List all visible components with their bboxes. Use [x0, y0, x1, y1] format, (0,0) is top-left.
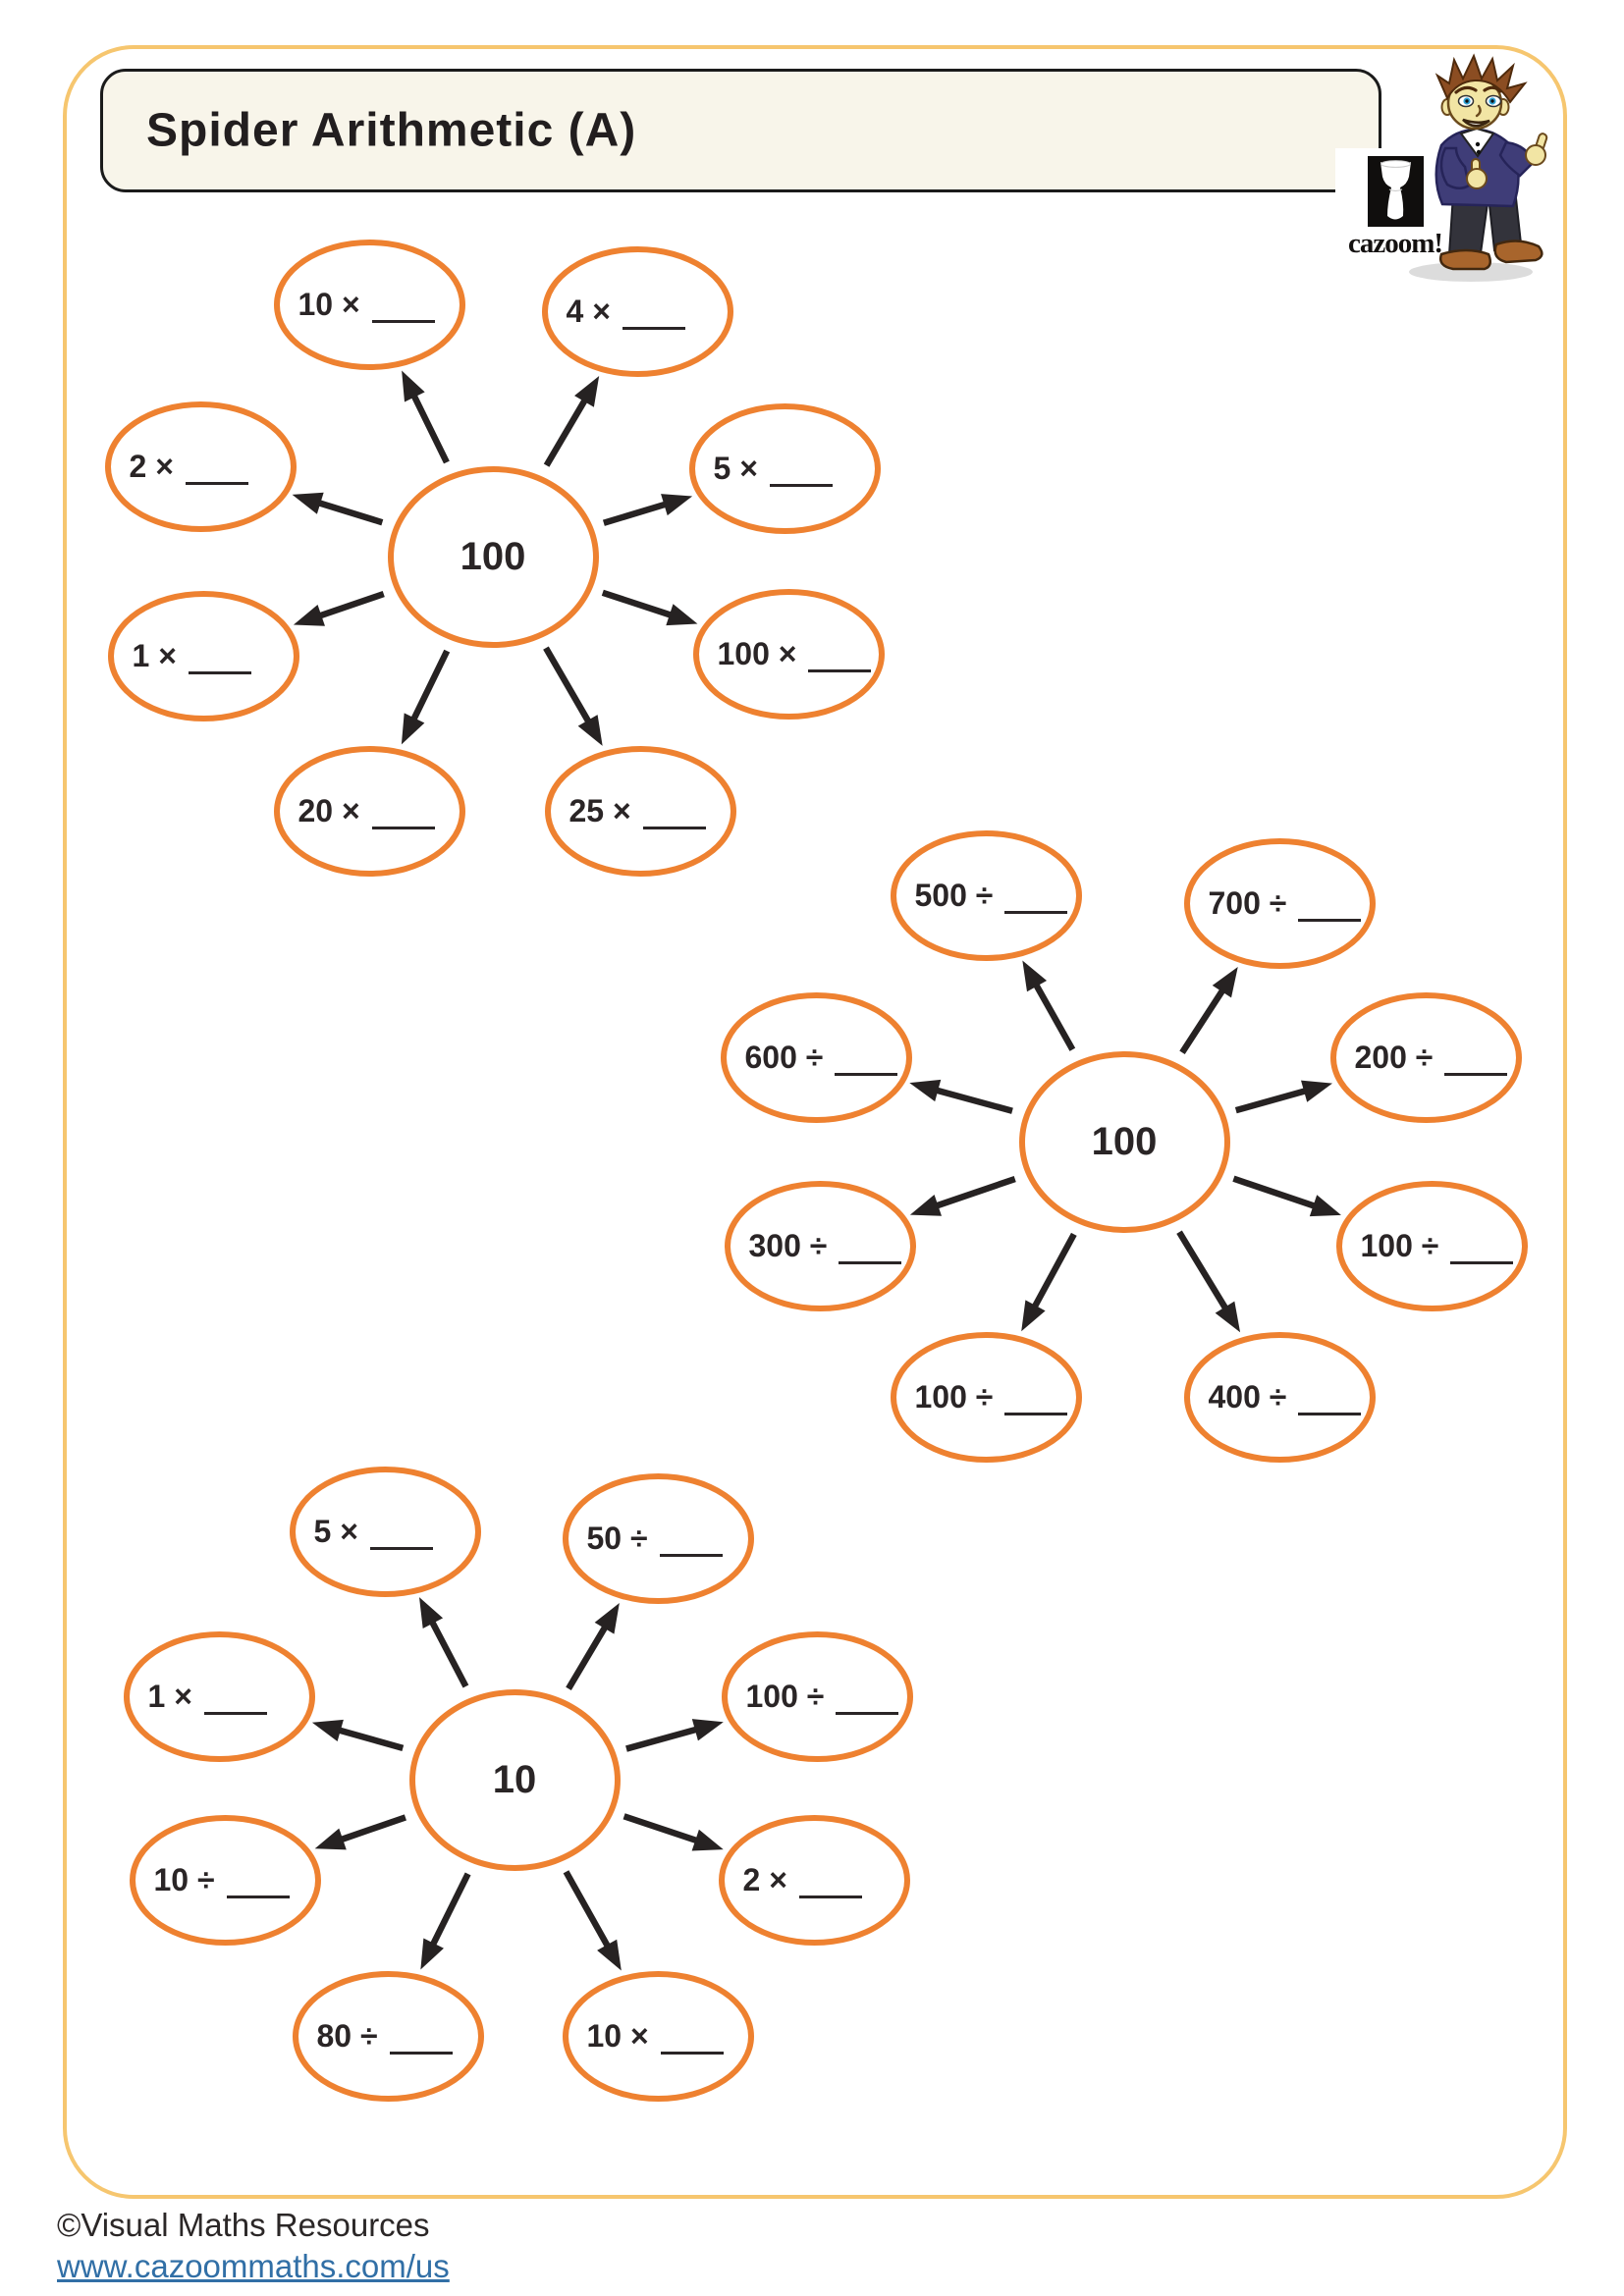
answer-blank: [389, 2051, 453, 2055]
node-label: 600 ÷: [745, 1040, 898, 1076]
answer-blank: [371, 826, 435, 829]
spider-node: 400 ÷: [1183, 1331, 1376, 1463]
answer-blank: [1450, 1260, 1514, 1264]
spider-node: 100 ÷: [721, 1630, 913, 1762]
spider-node: 1 ×: [123, 1630, 315, 1762]
answer-blank: [798, 1895, 862, 1898]
answer-blank: [185, 481, 248, 485]
node-label: 50 ÷: [587, 1521, 723, 1557]
copyright-text: ©Visual Maths Resources: [57, 2207, 430, 2243]
node-label: 2 ×: [743, 1862, 862, 1898]
spider-node: 10 ÷: [129, 1814, 321, 1946]
page-title: Spider Arithmetic (A): [146, 104, 637, 157]
answer-blank: [371, 319, 435, 323]
spider-center-2: 100: [1018, 1050, 1230, 1233]
answer-blank: [226, 1895, 290, 1898]
spider-node: 100 ×: [692, 588, 885, 720]
spider-node: 300 ÷: [724, 1180, 916, 1311]
node-label: 1 ×: [133, 638, 251, 674]
answer-blank: [1004, 910, 1068, 914]
answer-blank: [1298, 918, 1362, 922]
node-label: 20 ×: [298, 793, 435, 829]
spider-node: 2 ×: [718, 1814, 910, 1946]
node-label: 10 ÷: [154, 1862, 290, 1898]
website-link[interactable]: www.cazoommaths.com/us: [57, 2248, 450, 2284]
node-label: 2 ×: [130, 449, 248, 485]
spider-node: 600 ÷: [720, 991, 912, 1123]
answer-blank: [1004, 1412, 1068, 1415]
node-label: 10 ×: [298, 287, 435, 323]
node-label: 700 ÷: [1209, 885, 1362, 922]
answer-blank: [188, 670, 251, 674]
node-label: 400 ÷: [1209, 1379, 1362, 1415]
node-label: 500 ÷: [915, 878, 1068, 914]
answer-blank: [622, 326, 685, 330]
answer-blank: [835, 1072, 898, 1076]
spider-node: 80 ÷: [292, 1970, 484, 2102]
answer-blank: [369, 1546, 433, 1550]
spider-node: 200 ÷: [1329, 991, 1522, 1123]
node-label: 5 ×: [714, 451, 833, 487]
node-label: 80 ÷: [317, 2018, 453, 2055]
answer-blank: [659, 1553, 723, 1557]
node-label: 5 ×: [314, 1514, 433, 1550]
answer-blank: [660, 2051, 724, 2055]
node-label: 10 ×: [587, 2018, 724, 2055]
spider-node: 20 ×: [273, 745, 465, 877]
node-label: 100 ÷: [1361, 1228, 1514, 1264]
spider-node: 5 ×: [289, 1466, 481, 1597]
spider-node: 25 ×: [544, 745, 736, 877]
node-label: 25 ×: [569, 793, 706, 829]
answer-blank: [642, 826, 706, 829]
node-label: 200 ÷: [1355, 1040, 1508, 1076]
mascot-boy-illustration: [1402, 51, 1561, 283]
cazoom-logo: cazoom!: [1335, 148, 1455, 260]
footer: ©Visual Maths Resources www.cazoommaths.…: [57, 2205, 450, 2287]
djembe-drum-icon: [1367, 156, 1424, 227]
spider-center-3: 10: [408, 1688, 621, 1871]
spider-center-1: 100: [387, 465, 599, 648]
spider-node: 100 ÷: [890, 1331, 1082, 1463]
node-label: 100 ×: [718, 636, 872, 672]
node-label: 4 ×: [567, 294, 685, 330]
spider-node: 50 ÷: [562, 1472, 754, 1604]
answer-blank: [1444, 1072, 1508, 1076]
title-box: Spider Arithmetic (A) cazoom!: [100, 69, 1455, 260]
spider-node: 500 ÷: [890, 829, 1082, 961]
spider-node: 4 ×: [541, 245, 733, 377]
answer-blank: [808, 668, 872, 672]
spider-node: 2 ×: [104, 400, 297, 532]
node-label: 100 ÷: [746, 1679, 899, 1715]
spider-node: 100 ÷: [1335, 1180, 1528, 1311]
answer-blank: [769, 483, 833, 487]
spider-node: 5 ×: [688, 402, 881, 534]
spider-node: 10 ×: [273, 239, 465, 370]
node-label: 300 ÷: [749, 1228, 902, 1264]
spider-node: 700 ÷: [1183, 837, 1376, 969]
node-label: 1 ×: [148, 1679, 267, 1715]
answer-blank: [203, 1711, 267, 1715]
node-label: 100 ÷: [915, 1379, 1068, 1415]
answer-blank: [839, 1260, 902, 1264]
logo-wordmark: cazoom!: [1347, 228, 1443, 259]
answer-blank: [836, 1711, 899, 1715]
spider-node: 1 ×: [107, 590, 299, 721]
page-border: [63, 45, 1567, 2199]
spider-node: 10 ×: [562, 1970, 754, 2102]
answer-blank: [1298, 1412, 1362, 1415]
